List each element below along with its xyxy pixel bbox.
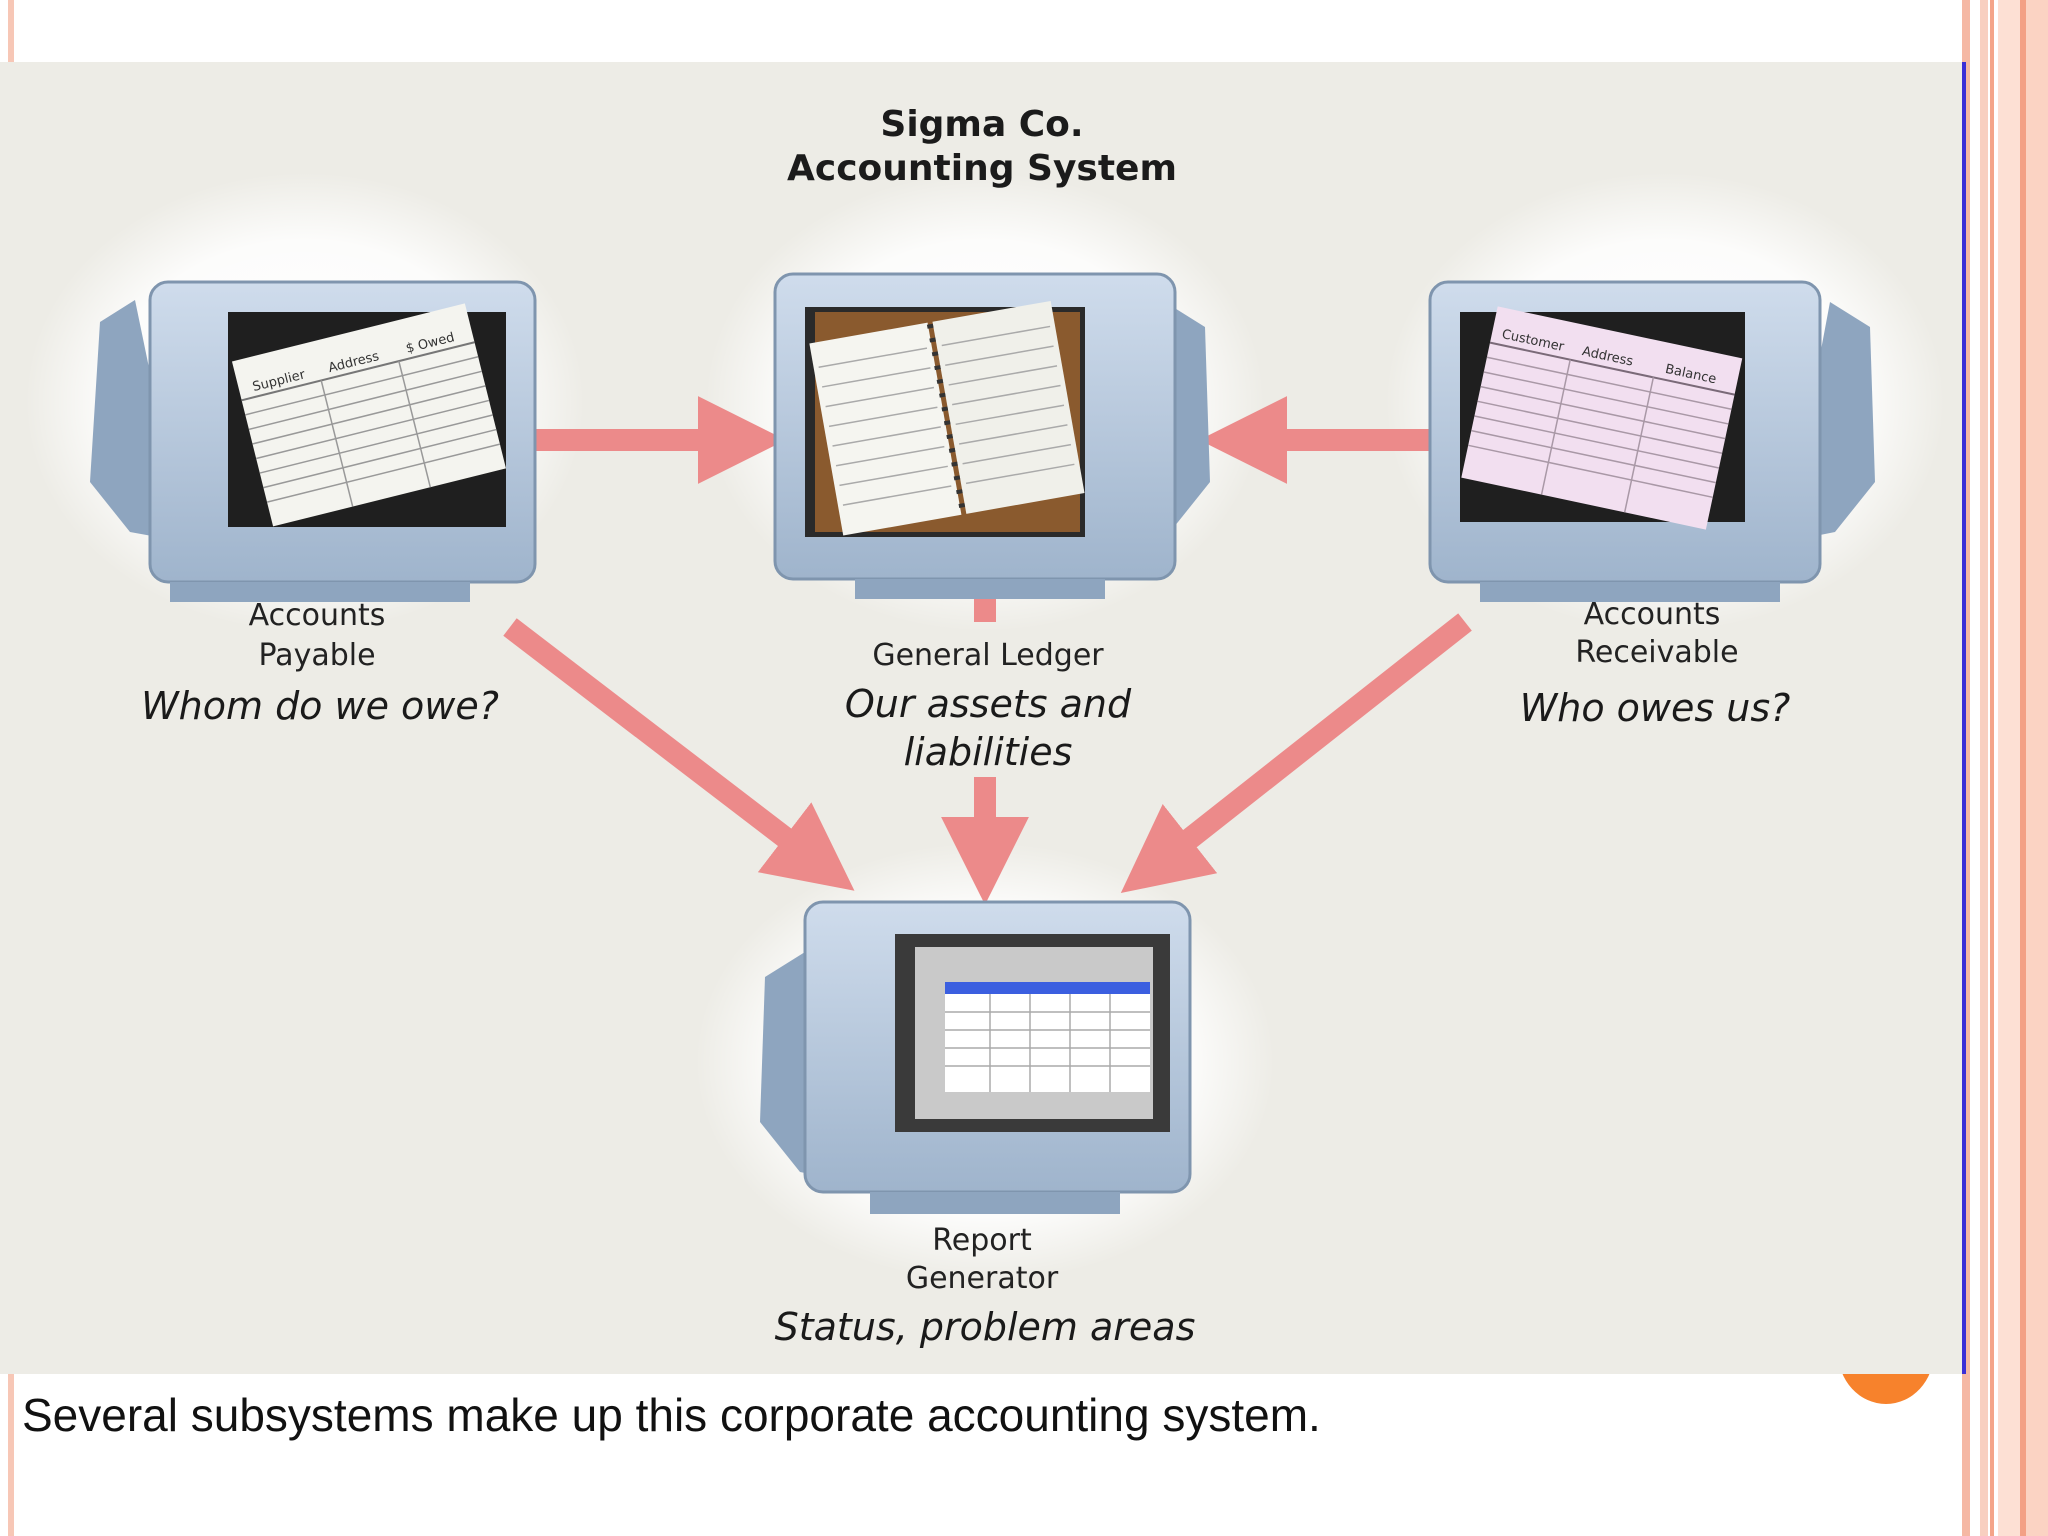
arrow-receivable-to-report [1120, 613, 1472, 894]
monitor-general-ledger-icon [773, 272, 1210, 599]
slide-border-stripe-3 [1990, 0, 1994, 1536]
slide-border-stripe-6 [2026, 0, 2048, 1536]
report-generator-label-line1: Report [932, 1223, 1032, 1258]
diagram-title-line2: Accounting System [787, 148, 1177, 189]
slide-border-stripe-2 [1980, 0, 1988, 1536]
diagram-title-line1: Sigma Co. [880, 104, 1083, 145]
monitor-report-generator-icon [760, 900, 1192, 1214]
report-generator-label-line2: Generator [906, 1261, 1059, 1296]
accounting-system-diagram: Sigma Co. Accounting System Supplier Add… [25, 104, 1945, 1349]
general-ledger-question-line1: Our assets and [845, 682, 1132, 726]
accounts-receivable-label-line1: Accounts [1584, 597, 1721, 632]
slide-border-stripe-1 [1962, 0, 1970, 1536]
slide-border-stripe-5 [2020, 0, 2026, 1536]
monitor-accounts-payable-icon: Supplier Address $ Owed [90, 280, 537, 602]
arrow-payable-to-report [503, 618, 855, 891]
accounts-payable-question: Whom do we owe? [141, 684, 499, 728]
general-ledger-question-line2: liabilities [904, 730, 1073, 774]
report-generator-question: Status, problem areas [775, 1305, 1196, 1349]
general-ledger-label: General Ledger [872, 638, 1104, 673]
accounts-receivable-label-line2: Receivable [1575, 635, 1738, 670]
accounts-payable-label-line2: Payable [258, 638, 375, 673]
monitor-accounts-receivable-icon: Customer Address Balance [1428, 280, 1875, 602]
accounts-payable-label-line1: Accounts [249, 598, 386, 633]
slide-caption: Several subsystems make up this corporat… [22, 1389, 1321, 1441]
accounts-receivable-question: Who owes us? [1520, 686, 1791, 730]
slide-border-stripe-4 [1998, 0, 2020, 1536]
figure-panel-edge [1962, 62, 1966, 1374]
